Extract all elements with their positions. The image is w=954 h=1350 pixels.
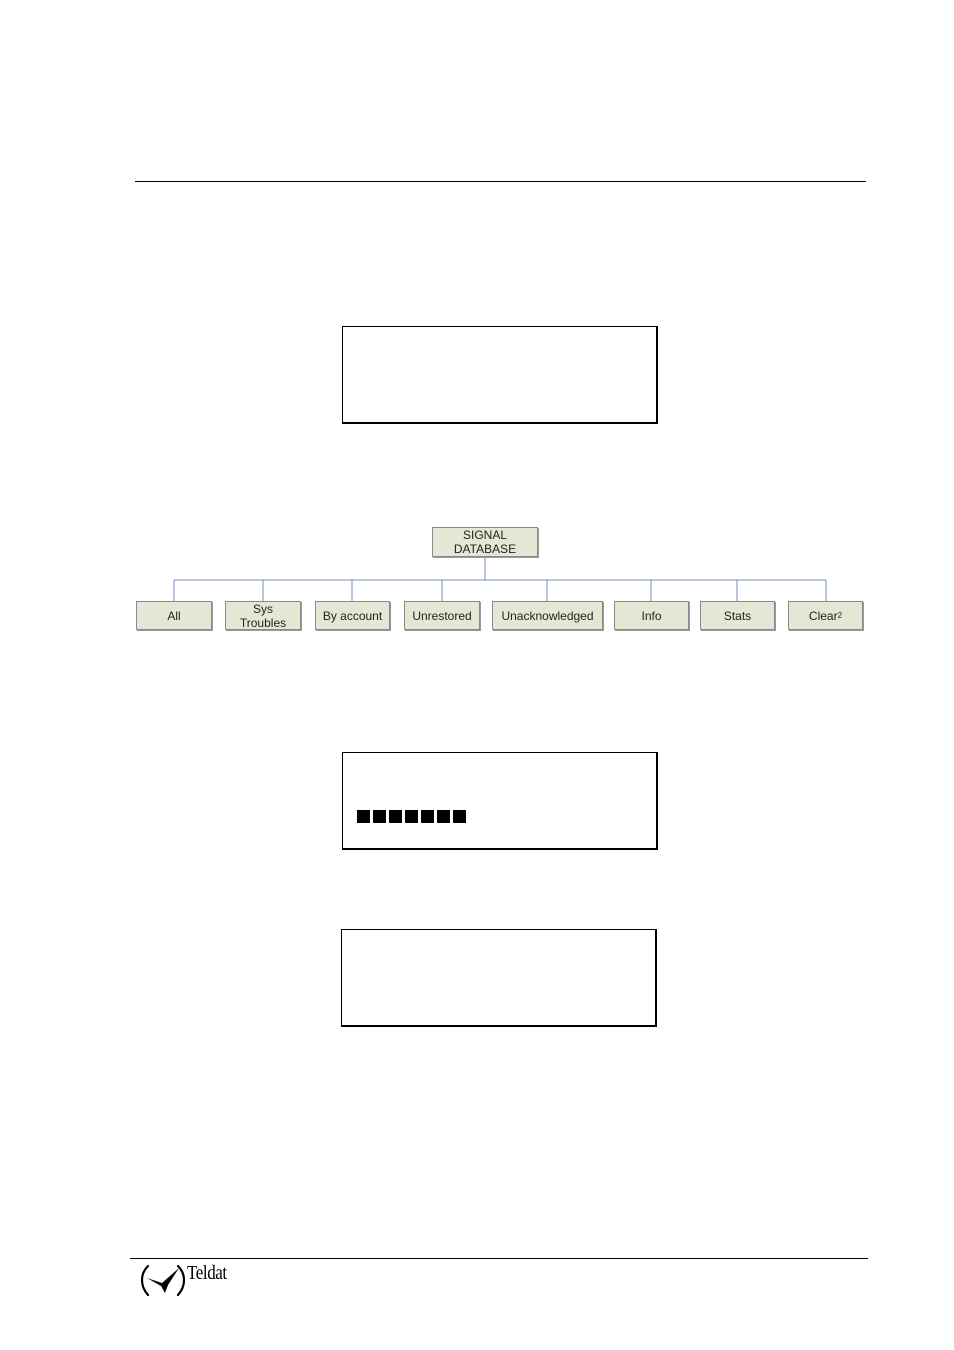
node-by-account-label: By account (322, 608, 383, 623)
node-sys-troubles: Sys Troubles (225, 601, 301, 630)
node-signal-database-label: SIGNAL DATABASE (453, 528, 517, 556)
progress-block (437, 810, 450, 823)
node-stats-label: Stats (723, 608, 752, 623)
lcd-display-3 (341, 929, 657, 1027)
node-unrestored: Unrestored (404, 601, 480, 630)
progress-blocks (357, 810, 466, 823)
teldat-logo (140, 1264, 186, 1297)
node-sys-troubles-label: Sys Troubles (239, 601, 287, 630)
node-unrestored-label: Unrestored (412, 608, 472, 623)
node-info: Info (614, 601, 689, 630)
lcd-display-1 (342, 326, 658, 424)
node-unacknowledged-label: Unacknowledged (501, 608, 594, 623)
lcd-display-2 (342, 752, 658, 850)
node-all: All (136, 601, 212, 630)
progress-block (405, 810, 418, 823)
header-rule (135, 181, 866, 182)
node-clear-label: Clear (808, 608, 838, 623)
footer-rule (130, 1258, 868, 1259)
node-stats: Stats (700, 601, 775, 630)
node-by-account: By account (315, 601, 390, 630)
progress-block (357, 810, 370, 823)
node-unacknowledged: Unacknowledged (492, 601, 603, 630)
teldat-logo-text: Teldat (187, 1262, 227, 1284)
node-info-label: Info (641, 608, 662, 623)
progress-block (389, 810, 402, 823)
progress-block (453, 810, 466, 823)
progress-block (421, 810, 434, 823)
progress-block (373, 810, 386, 823)
node-all-label: All (167, 608, 181, 623)
node-signal-database: SIGNAL DATABASE (432, 527, 538, 557)
